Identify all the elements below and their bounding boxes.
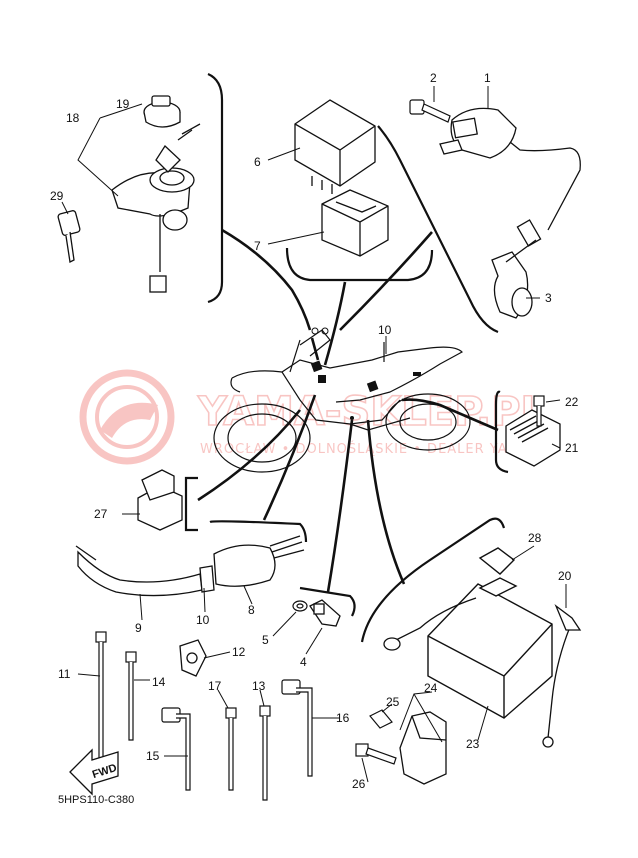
bolt-22 xyxy=(533,395,545,427)
holder-24 xyxy=(399,711,447,785)
callout-part-17: 17 xyxy=(208,679,222,693)
ignition-coil xyxy=(439,107,581,247)
wire-harness xyxy=(75,535,305,597)
callout-part-22: 22 xyxy=(565,395,579,409)
relay-unit xyxy=(294,99,376,194)
cable-tie-13 xyxy=(259,705,271,801)
callout-part-23: 23 xyxy=(466,737,480,751)
callout-part-15: 15 xyxy=(146,749,160,763)
main-switch xyxy=(111,123,201,293)
callout-part-4: 4 xyxy=(300,655,307,669)
cable-tie-17 xyxy=(225,707,237,791)
watermark-tagline: WROCŁAW • DOLNOŚLĄSKIE • DEALER YAMAHA xyxy=(200,441,550,457)
motorcycle-component-markers xyxy=(310,327,421,420)
part-callouts: 1 2 3 4 5 6 7 8 9 10 10 11 12 13 14 15 1… xyxy=(50,71,579,791)
callout-part-27: 27 xyxy=(94,507,108,521)
callout-part-10a: 10 xyxy=(378,323,392,337)
battery xyxy=(427,547,553,719)
callout-part-26: 26 xyxy=(352,777,366,791)
bolt-2 xyxy=(409,99,451,123)
relay-cover xyxy=(321,189,389,257)
callout-part-7: 7 xyxy=(254,239,261,253)
callout-part-6: 6 xyxy=(254,155,261,169)
watermark-logo-icon xyxy=(79,369,175,465)
spark-plug-cap xyxy=(491,239,537,319)
connector-27 xyxy=(137,469,183,531)
bolt-26 xyxy=(355,743,397,765)
callout-part-19: 19 xyxy=(116,97,130,111)
callout-part-11: 11 xyxy=(58,667,71,681)
callout-part-18: 18 xyxy=(66,111,80,125)
callout-part-14: 14 xyxy=(152,675,166,689)
callout-part-1: 1 xyxy=(484,71,491,85)
washer xyxy=(292,600,308,612)
leader-lines xyxy=(61,86,567,783)
battery-cable-negative xyxy=(383,597,477,651)
switch-cap xyxy=(143,95,181,128)
callout-part-10b: 10 xyxy=(196,613,210,627)
neutral-switch xyxy=(309,599,341,627)
callout-part-21: 21 xyxy=(565,441,579,455)
callout-part-24: 24 xyxy=(424,681,438,695)
watermark-brand: YAMA-SKLEP.PL xyxy=(197,389,546,435)
connector-lines xyxy=(197,228,499,593)
callout-part-28: 28 xyxy=(528,531,542,545)
motorcycle-outline xyxy=(213,329,471,473)
callout-part-20: 20 xyxy=(558,569,572,583)
callout-part-29: 29 xyxy=(50,189,64,203)
watermark: YAMA-SKLEP.PL WROCŁAW • DOLNOŚLĄSKIE • D… xyxy=(79,369,550,465)
cable-tie-11 xyxy=(95,631,107,759)
callout-part-12: 12 xyxy=(232,645,246,659)
cable-tie-14 xyxy=(125,651,137,741)
callout-part-9: 9 xyxy=(135,621,142,635)
battery-cable-positive xyxy=(542,604,582,748)
rectifier-regulator xyxy=(505,409,561,467)
callout-part-13: 13 xyxy=(252,679,266,693)
callout-part-5: 5 xyxy=(262,633,269,647)
key-icon xyxy=(57,210,81,263)
forward-arrow-icon: FWD xyxy=(69,748,119,796)
callout-part-8: 8 xyxy=(248,603,255,617)
band-16 xyxy=(281,679,313,777)
callout-part-3: 3 xyxy=(545,291,552,305)
band-15 xyxy=(161,707,191,791)
group-borders xyxy=(184,72,509,643)
callout-part-25: 25 xyxy=(386,695,400,709)
clip-25 xyxy=(369,709,393,729)
diagram-code: 5HPS110-C380 xyxy=(58,794,134,806)
clamp-12 xyxy=(179,639,207,677)
callout-part-16: 16 xyxy=(336,711,350,725)
callout-part-2: 2 xyxy=(430,71,437,85)
